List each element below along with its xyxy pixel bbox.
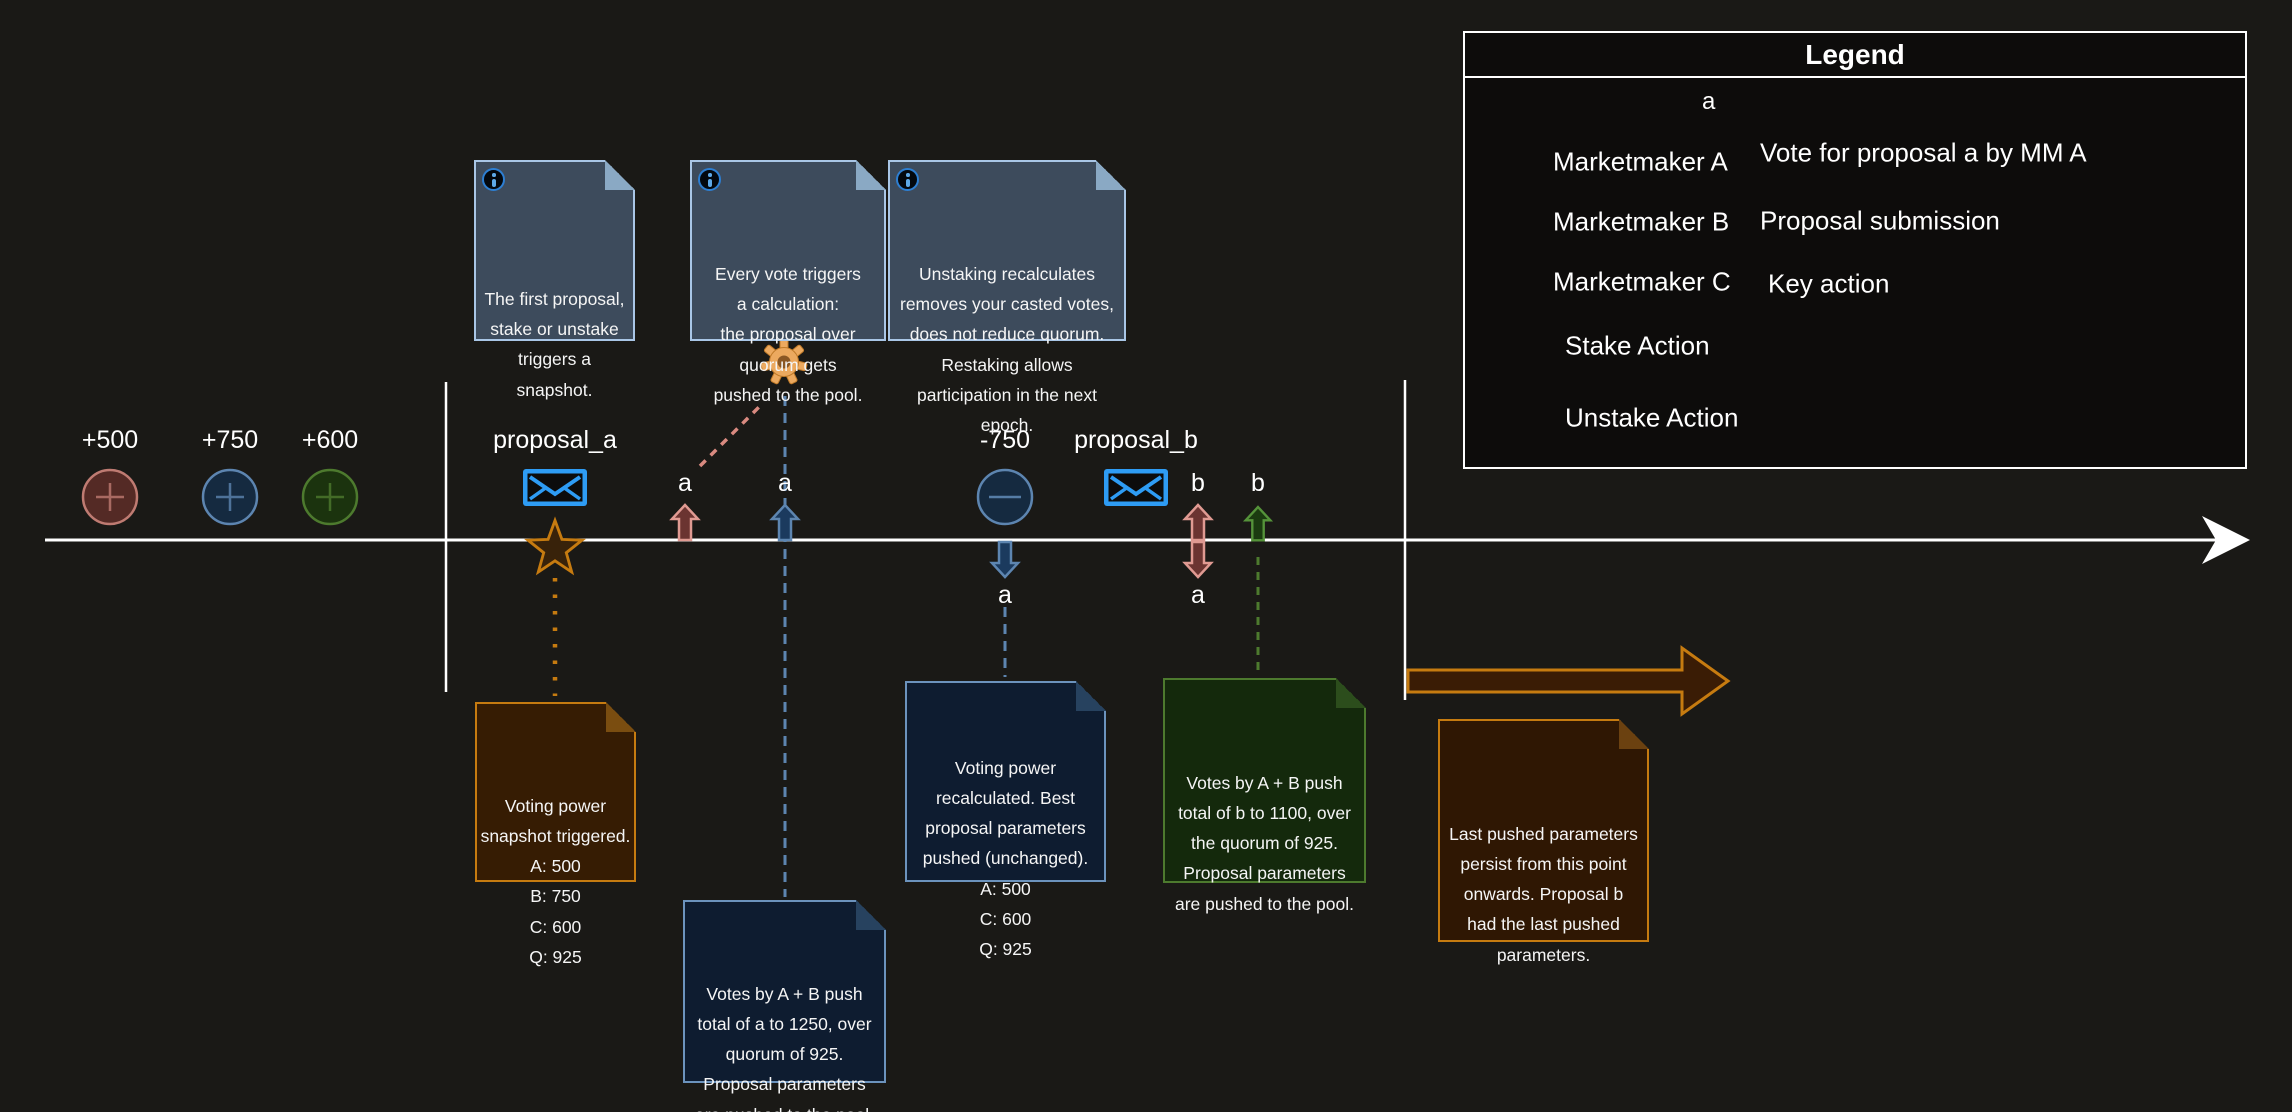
proposal-b-label: proposal_b [1074, 426, 1198, 454]
proposal-a-label: proposal_a [493, 426, 617, 454]
note-fold [1619, 719, 1649, 749]
legend-stake-label: Stake Action [1565, 330, 1710, 361]
stake-c-label: +600 [301, 426, 359, 454]
removed-vote-a-mm-a-label: a [1191, 581, 1205, 609]
note-snapshot-info: The first proposal, stake or unstake tri… [474, 160, 635, 400]
stake-c-icon [301, 468, 359, 526]
info-icon [896, 168, 919, 191]
note-persist-detail: Last pushed parameters persist from this… [1438, 719, 1649, 965]
legend-proposal-label: Proposal submission [1760, 205, 2000, 236]
vote-b-mm-a-label: b [1191, 469, 1205, 497]
unstake-b-icon [976, 468, 1034, 526]
note-text: Voting power recalculated. Best proposal… [922, 758, 1089, 959]
vote-b-mm-c-label: b [1251, 469, 1265, 497]
proposal-b-envelope-icon [1102, 467, 1170, 508]
proposal-a-envelope-icon [521, 467, 589, 508]
vote-a-a-dashed-connector [698, 402, 764, 468]
vote-a-mm-a-label: a [678, 469, 692, 497]
note-text: Every vote triggers a calculation: the p… [713, 264, 863, 405]
stake-a-icon [81, 468, 139, 526]
note-vote-a-detail: Votes by A + B push total of a to 1250, … [683, 900, 886, 1112]
stake-b-label: +750 [201, 426, 259, 454]
info-icon [482, 168, 505, 191]
legend-vote-arrow-letter: a [1702, 88, 1716, 115]
vote-a-mm-b-arrow-icon [770, 503, 800, 542]
note-text: Unstaking recalculates removes your cast… [900, 264, 1114, 435]
removed-vote-a-mm-b-arrow-icon [990, 540, 1020, 579]
note-text: Votes by A + B push total of b to 1100, … [1174, 773, 1355, 914]
removed-vote-a-mm-b-label: a [998, 581, 1012, 609]
key-action-star-icon [526, 519, 584, 574]
note-fold [856, 900, 886, 930]
info-icon [698, 168, 721, 191]
legend-mm-c-label: Marketmaker C [1553, 266, 1731, 297]
legend-mm-b-label: Marketmaker B [1553, 206, 1730, 237]
note-text: The first proposal, stake or unstake tri… [484, 289, 625, 400]
legend-panel: Legend [1463, 31, 2247, 469]
note-recalc-detail: Voting power recalculated. Best proposal… [905, 681, 1106, 959]
timeline-arrowhead-icon [2202, 516, 2250, 564]
vote-b-mm-c-arrow-icon [1244, 505, 1272, 542]
note-fold [1096, 160, 1126, 190]
vote-b-mm-a-arrow-icon [1183, 503, 1213, 542]
vote-a-mm-b-label: a [778, 469, 792, 497]
note-fold [606, 702, 636, 732]
legend-vote-label: Vote for proposal a by MM A [1760, 137, 2087, 168]
legend-unstake-label: Unstake Action [1565, 402, 1739, 433]
persist-block-arrow-icon [1406, 645, 1731, 717]
note-fold [856, 160, 886, 190]
stake-b-icon [201, 468, 259, 526]
note-snapshot-detail: Voting power snapshot triggered. A: 500 … [475, 702, 636, 967]
removed-vote-a-mm-a-arrow-icon [1183, 540, 1213, 579]
note-vote-info: Every vote triggers a calculation: the p… [690, 160, 886, 405]
legend-mm-a-label: Marketmaker A [1553, 146, 1728, 177]
note-vote-b-detail: Votes by A + B push total of b to 1100, … [1163, 678, 1366, 914]
note-text: Votes by A + B push total of a to 1250, … [695, 984, 874, 1112]
vote-a-mm-a-arrow-icon [670, 503, 700, 542]
legend-title: Legend [1465, 33, 2245, 78]
legend-key-label: Key action [1768, 268, 1890, 299]
note-fold [605, 160, 635, 190]
stake-a-label: +500 [81, 426, 139, 454]
note-text: Voting power snapshot triggered. A: 500 … [480, 796, 631, 967]
note-fold [1336, 678, 1366, 708]
note-unstake-info: Unstaking recalculates removes your cast… [888, 160, 1126, 435]
note-text: Last pushed parameters persist from this… [1449, 824, 1638, 965]
unstake-b-label: -750 [979, 426, 1031, 454]
note-fold [1076, 681, 1106, 711]
calculation-gear-icon [760, 338, 808, 385]
